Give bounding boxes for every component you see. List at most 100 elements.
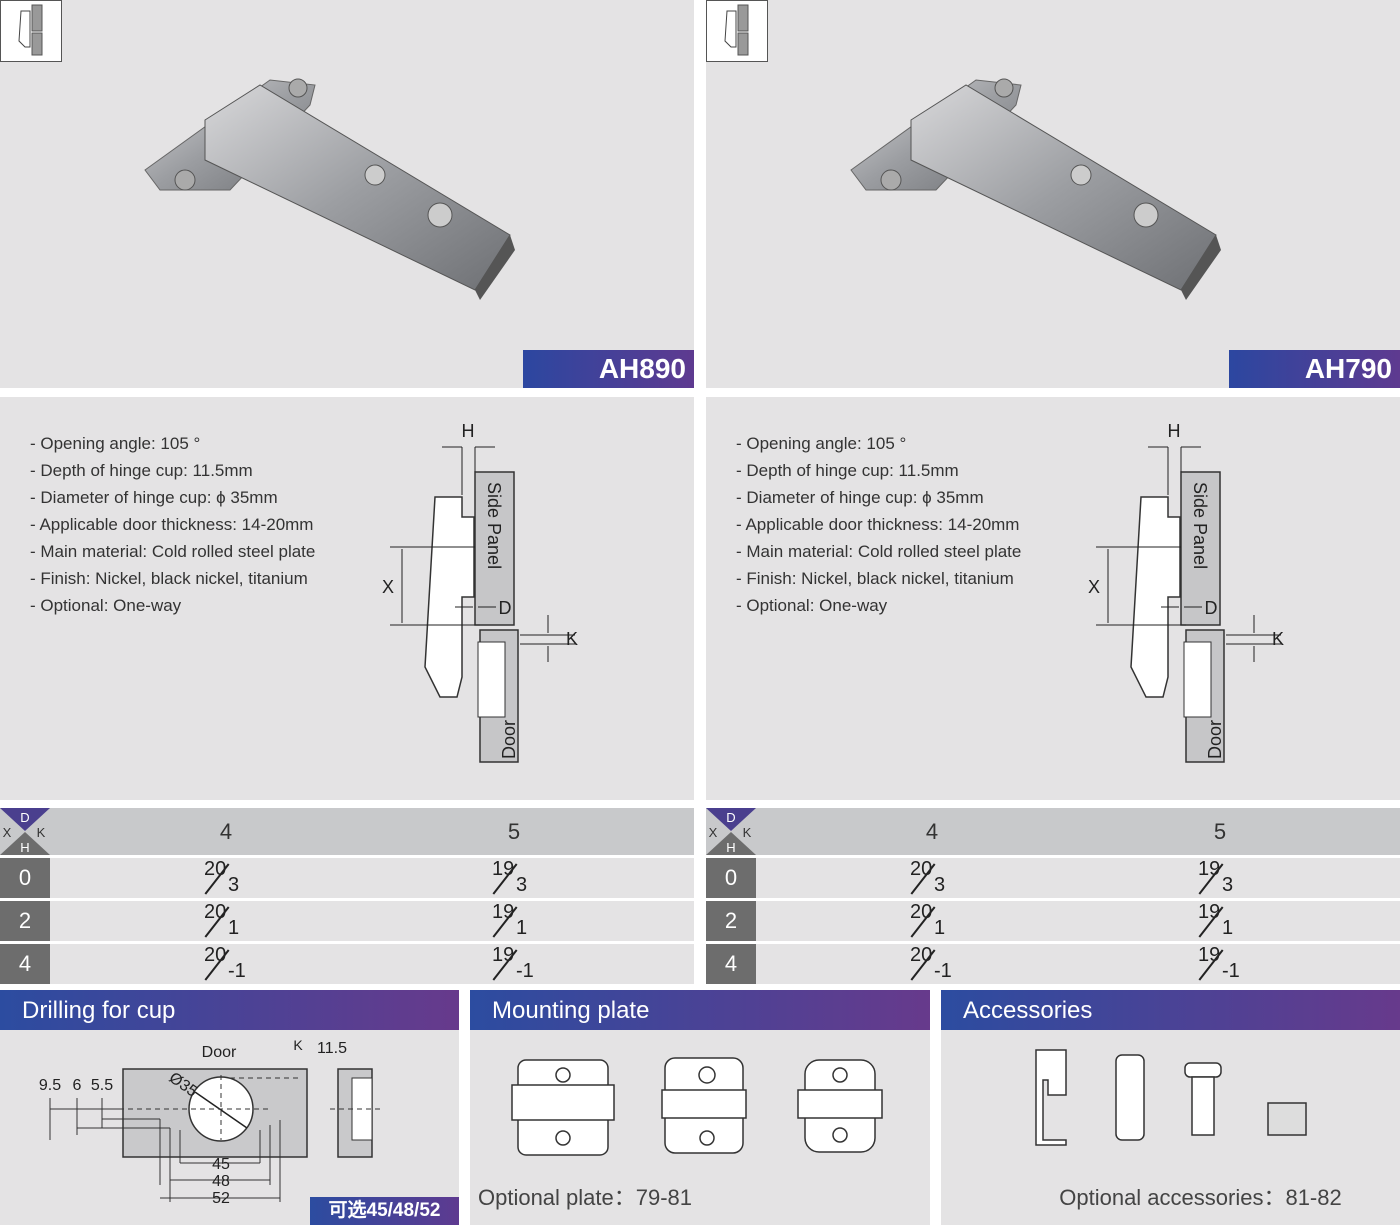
- mounting-plate-text: Optional plate：79-81: [477, 1185, 693, 1210]
- table-cell: 19-1: [484, 944, 544, 984]
- drilling-diagram: Door Ø35 K 11.5 9.5 6 5.5 45 48 52: [39, 1037, 380, 1207]
- spec-item: - Applicable door thickness: 14-20mm: [30, 515, 314, 534]
- spec-item: - Main material: Cold rolled steel plate: [30, 542, 316, 561]
- corner-x: X: [3, 825, 12, 840]
- cell-denominator: 3: [1222, 874, 1234, 896]
- corner-h: H: [726, 840, 735, 855]
- cell-denominator: 1: [1222, 917, 1234, 939]
- product-photo-panel: AH790: [706, 0, 1400, 388]
- column-header: 4: [925, 819, 939, 844]
- table-corner-legend: D H X K: [706, 808, 756, 855]
- row-label: 4: [706, 944, 756, 984]
- mounting-plate-icons: [511, 1057, 883, 1156]
- cell-denominator: 1: [934, 917, 946, 939]
- spec-item: - Depth of hinge cup: 11.5mm: [30, 461, 253, 480]
- accessories-section: Accessories Optional accessories：81-82: [941, 990, 1400, 1225]
- table-cell: 20-1: [902, 944, 962, 984]
- offset-label-1: 9.5: [39, 1077, 61, 1094]
- cover-cap-icon: [1035, 1049, 1067, 1146]
- cover-strip-icon: [1115, 1054, 1145, 1141]
- k-label: K: [1272, 629, 1284, 649]
- corner-x: X: [709, 825, 718, 840]
- spec-panel: - Opening angle: 105 ° - Depth of hinge c…: [0, 397, 694, 800]
- cup-depth-label: 11.5: [317, 1040, 347, 1057]
- corner-d: D: [20, 810, 29, 825]
- h-label: H: [1168, 421, 1181, 441]
- corner-h: H: [20, 840, 29, 855]
- width-label-52: 52: [212, 1190, 230, 1207]
- accessories-text: Optional accessories：81-82: [1059, 1185, 1342, 1210]
- cell-denominator: 3: [934, 874, 946, 896]
- spec-item: - Opening angle: 105 °: [30, 434, 201, 453]
- width-label-45: 45: [212, 1156, 230, 1173]
- k-label: K: [566, 629, 578, 649]
- row-label: 2: [706, 901, 756, 941]
- spec-item: - Finish: Nickel, black nickel, titanium: [30, 569, 308, 588]
- mounting-plate-title: Mounting plate: [470, 990, 930, 1030]
- table-cell: 20-1: [196, 944, 256, 984]
- cell-denominator: 3: [228, 874, 240, 896]
- insert-dowel-icon: [1267, 1102, 1307, 1136]
- row-label: 4: [0, 944, 50, 984]
- side-panel-label: Side Panel: [484, 482, 504, 569]
- table-cell: 19-1: [1190, 944, 1250, 984]
- cell-denominator: -1: [934, 960, 952, 982]
- door-label: Door: [1205, 720, 1225, 759]
- drilling-section: Drilling for cup Door Ø35 K 11.5 9.5 6 5…: [0, 990, 459, 1225]
- mounting-plate-icon-2: [661, 1057, 747, 1154]
- row-label: 2: [0, 901, 50, 941]
- spec-item: - Finish: Nickel, black nickel, titanium: [736, 569, 1014, 588]
- accessories-title: Accessories: [941, 990, 1400, 1030]
- spec-list: - Opening angle: 105 ° - Depth of hinge c…: [30, 430, 315, 619]
- hinge-installation-diagram: H X D K Side Panel Door: [1088, 421, 1284, 763]
- spec-panel: - Opening angle: 105 °- Depth of hinge c…: [706, 397, 1400, 800]
- cell-denominator: -1: [516, 960, 534, 982]
- spec-item: - Optional: One-way: [736, 596, 888, 615]
- k-label: K: [293, 1037, 303, 1053]
- spec-item: - Opening angle: 105 °: [736, 434, 907, 453]
- cell-denominator: 1: [228, 917, 240, 939]
- width-label-48: 48: [212, 1173, 230, 1190]
- product-photo-panel: AH890: [0, 0, 694, 388]
- mounting-plate-section: Mounting plate Optional plate：79-81: [470, 990, 930, 1225]
- cell-denominator: -1: [1222, 960, 1240, 982]
- d-label: D: [499, 598, 512, 618]
- door-label: Door: [499, 720, 519, 759]
- hinge-installation-diagram: H X D K Side Panel Door: [382, 421, 578, 763]
- corner-d: D: [726, 810, 735, 825]
- optional-sizes-badge: 可选45/48/52: [310, 1197, 459, 1225]
- row-label: 0: [0, 858, 50, 898]
- hinge-type-thumbnail-icon: [0, 0, 62, 62]
- d-label: D: [1205, 598, 1218, 618]
- table-row: 4 20-1 19-1: [0, 944, 694, 984]
- x-label: X: [382, 577, 394, 597]
- accessories-icons: [1035, 1049, 1307, 1146]
- cell-denominator: 1: [516, 917, 528, 939]
- offset-label-3: 5.5: [91, 1077, 113, 1094]
- spec-item: - Optional: One-way: [30, 596, 182, 615]
- cell-denominator: -1: [228, 960, 246, 982]
- column-header: 5: [1213, 819, 1227, 844]
- spec-item: - Diameter of hinge cup: ϕ 35mm: [736, 488, 984, 507]
- side-panel-label: Side Panel: [1190, 482, 1210, 569]
- table-row: 4 20-1 19-1: [706, 944, 1400, 984]
- hinge-photo: [850, 78, 1221, 300]
- model-label: AH790: [1229, 350, 1400, 388]
- table-corner-legend: D H X K: [0, 808, 50, 855]
- corner-k: K: [743, 825, 752, 840]
- spec-item: - Main material: Cold rolled steel plate: [736, 542, 1022, 561]
- mounting-plate-icon-1: [511, 1059, 615, 1156]
- row-label: 0: [706, 858, 756, 898]
